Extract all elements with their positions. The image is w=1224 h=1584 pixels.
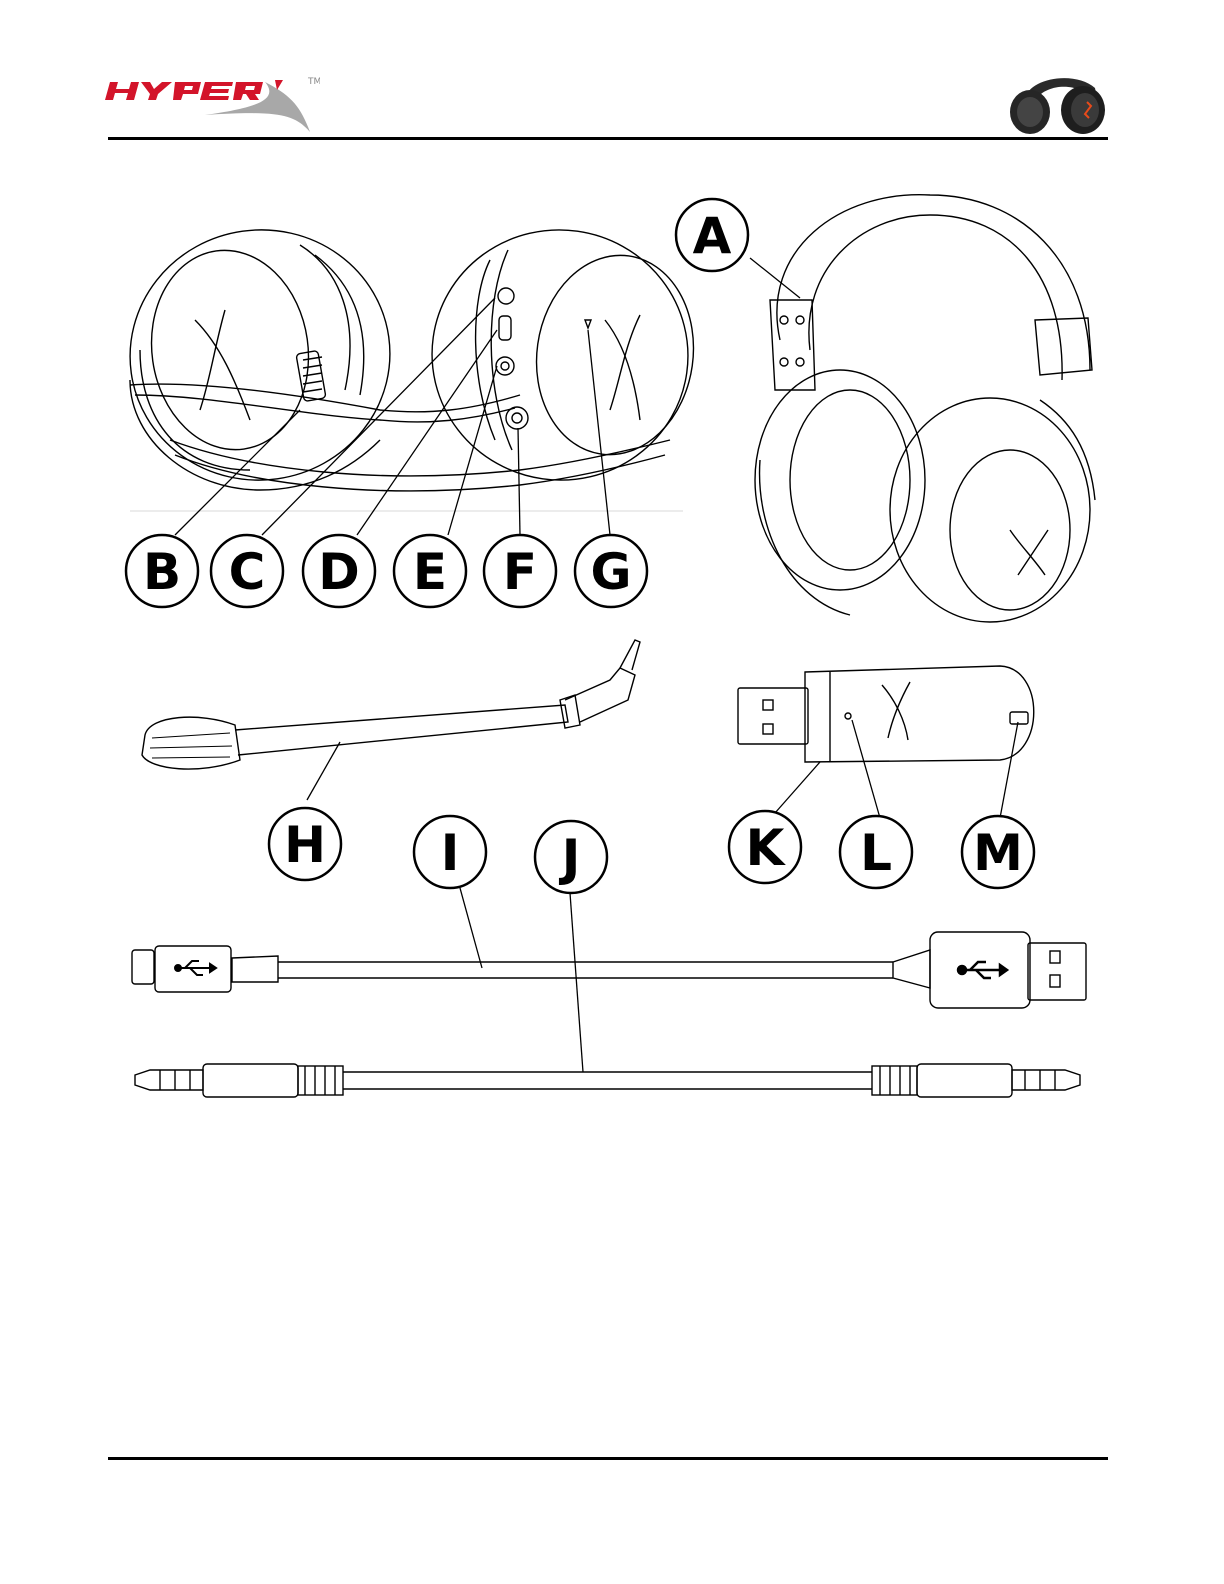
callout-m-label: M: [973, 824, 1023, 882]
usb-icon: [958, 962, 1007, 978]
callout-c-label: C: [229, 543, 266, 601]
callout-b-label: B: [143, 543, 181, 601]
callout-i-label: I: [441, 824, 460, 882]
callout-a-label: A: [693, 207, 732, 265]
audio-cable-drawing: [135, 1064, 1080, 1097]
callout-e-label: E: [413, 543, 447, 601]
callout-j-label: J: [559, 829, 581, 887]
usb-icon: [175, 961, 216, 975]
callout-k-label: K: [746, 819, 787, 877]
callout-f-label: F: [503, 543, 537, 601]
callout-d-label: D: [318, 543, 360, 601]
boom-microphone-drawing: [142, 640, 640, 769]
headset-front-drawing: [114, 213, 706, 511]
headset-side-drawing: [755, 195, 1095, 622]
usb-cable-drawing: [132, 932, 1086, 1008]
usb-dongle-drawing: [738, 666, 1034, 762]
leader-lines: [175, 258, 1018, 1072]
callout-g-label: G: [590, 543, 631, 601]
callout-h-label: H: [284, 816, 326, 874]
callout-l-label: L: [860, 824, 892, 882]
